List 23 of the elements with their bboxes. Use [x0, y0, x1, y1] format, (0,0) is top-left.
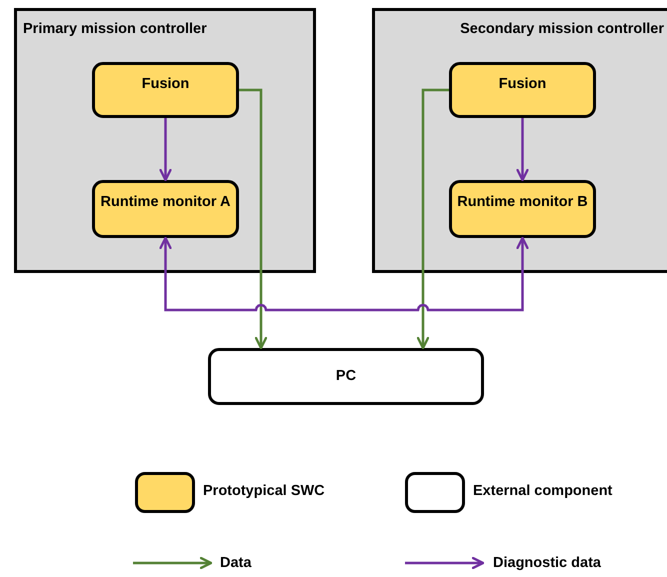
component-label: PC — [336, 366, 356, 386]
component-box — [92, 62, 239, 118]
arrow — [416, 88, 449, 350]
component-box — [208, 348, 484, 405]
legend-label: External component — [473, 483, 612, 499]
component-box — [92, 180, 239, 238]
component-label: Runtime monitor B — [457, 193, 588, 212]
arrow — [516, 118, 529, 182]
panel-title: Primary mission controller — [23, 21, 207, 37]
component-box — [449, 180, 596, 238]
panel-title: Secondary mission controller — [460, 21, 664, 37]
component-label: Fusion — [142, 75, 190, 94]
controller-panel — [372, 8, 667, 273]
arrow — [159, 118, 172, 182]
legend-label: Diagnostic data — [493, 555, 601, 571]
component-box — [449, 62, 596, 118]
controller-panel — [14, 8, 316, 273]
component-label: Fusion — [498, 75, 546, 94]
component-label: Runtime monitor A — [100, 193, 230, 212]
legend-label: Prototypical SWC — [203, 483, 325, 499]
arrow — [159, 236, 529, 312]
legend-label: Data — [220, 555, 252, 571]
arrow — [239, 88, 268, 350]
